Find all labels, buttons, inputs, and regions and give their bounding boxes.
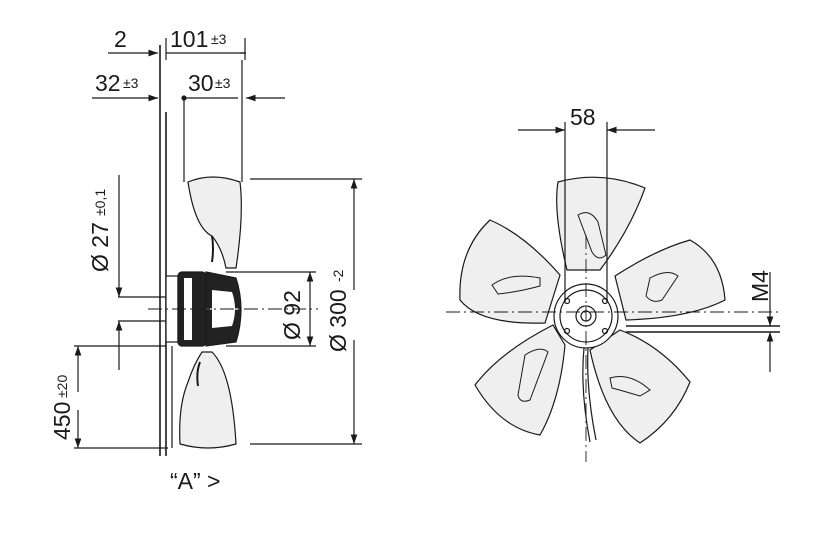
blade-top (556, 176, 646, 271)
dim-101-value: 101 (170, 26, 208, 52)
lower-blade (179, 351, 237, 449)
hub-diameter-value: Ø 27 (87, 222, 113, 272)
dim-30-value: 30 (188, 70, 214, 96)
blade-lower-right (589, 329, 691, 444)
bolt-spacing-label: 58 (570, 104, 596, 130)
blade-right (614, 239, 726, 321)
cable-length-tol: ±20 (54, 375, 70, 398)
dim-101-tol: ±3 (211, 31, 227, 47)
fan-diameter-tol: -2 (330, 269, 346, 282)
fan-blades (459, 176, 726, 444)
fan-diameter-value: Ø 300 (325, 289, 351, 352)
side-view-labels: 2 101 ±3 32 ±3 30 ±3 Ø 27 ±0,1 Ø 92 Ø 30… (49, 26, 351, 494)
upper-blade (187, 176, 242, 269)
front-view (446, 122, 780, 462)
thread-size-label: M4 (747, 270, 773, 302)
dim-32-value: 32 (95, 70, 121, 96)
blade-left (459, 219, 561, 324)
cable-length-value: 450 (49, 402, 75, 440)
dim-32-tol: ±3 (123, 75, 139, 91)
hub-diameter-tol: ±0,1 (92, 189, 108, 216)
blade-lower-left (474, 324, 566, 436)
motor-diameter-label: Ø 92 (279, 290, 305, 340)
front-view-labels: 58 M4 (570, 104, 773, 302)
dim-30-tol: ±3 (215, 75, 231, 91)
blade-slots (491, 212, 679, 402)
dim-line-top (108, 38, 246, 60)
dim-2-label: 2 (114, 26, 127, 52)
side-view (74, 38, 362, 456)
dim-line-row2 (92, 94, 285, 102)
view-a-label: “A” > (170, 468, 220, 494)
